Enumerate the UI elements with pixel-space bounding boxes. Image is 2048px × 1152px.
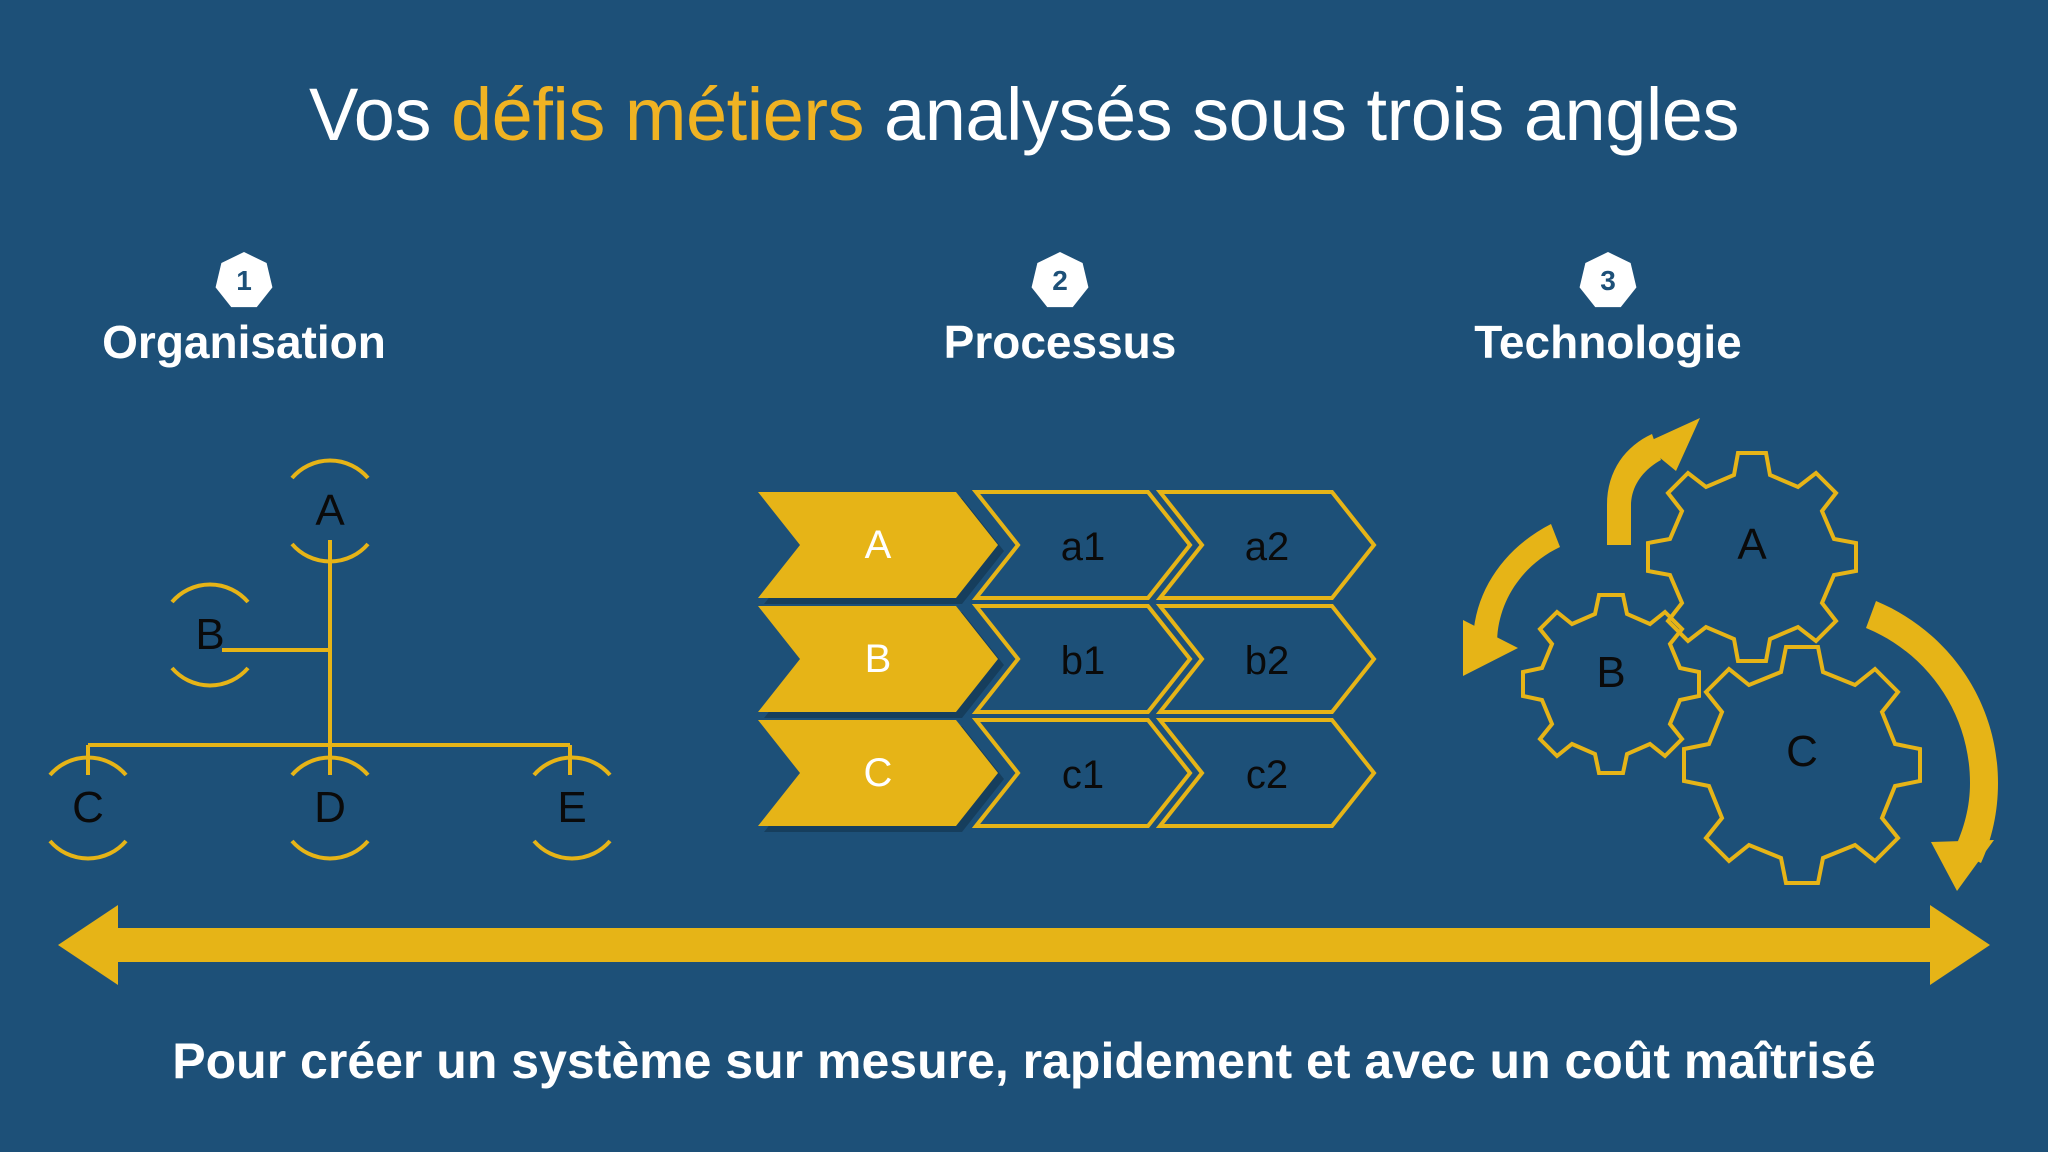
column-header-processus: 2 Processus bbox=[830, 252, 1290, 366]
process-step-label-b1: b1 bbox=[1060, 639, 1106, 683]
org-node-label-b: B bbox=[195, 610, 225, 659]
gear-label-c: C bbox=[1786, 727, 1818, 776]
column-title-technologie: Technologie bbox=[1474, 316, 1742, 368]
column-header-organisation: 1 Organisation bbox=[14, 252, 474, 366]
gear-label-a: A bbox=[1737, 520, 1767, 569]
gear-arrow-left bbox=[1463, 524, 1560, 676]
gear-label-b: B bbox=[1596, 648, 1626, 697]
process-step-label-a1: a1 bbox=[1060, 525, 1106, 569]
badge-number-3: 3 bbox=[1579, 252, 1637, 308]
org-node-label-c: C bbox=[72, 783, 104, 832]
org-node-label-a: A bbox=[315, 486, 345, 535]
page-title: Vos défis métiers analysés sous trois an… bbox=[0, 72, 2048, 157]
org-node-label-e: E bbox=[557, 783, 587, 832]
gears-diagram bbox=[1463, 418, 1998, 891]
process-step-label-c2: c2 bbox=[1245, 753, 1289, 797]
process-step-label-a2: a2 bbox=[1244, 525, 1290, 569]
bottom-double-arrow bbox=[58, 905, 1990, 985]
process-lead-label-a: A bbox=[864, 523, 892, 567]
process-step-label-b2: b2 bbox=[1244, 639, 1290, 683]
column-title-organisation: Organisation bbox=[102, 316, 386, 368]
title-part-after: analysés sous trois angles bbox=[863, 73, 1739, 156]
column-title-processus: Processus bbox=[943, 316, 1177, 368]
badge-number-2: 2 bbox=[1031, 252, 1089, 308]
footer-caption: Pour créer un système sur mesure, rapide… bbox=[172, 1033, 1876, 1089]
badge-number-1: 1 bbox=[215, 252, 273, 308]
gear-arrow-right bbox=[1866, 601, 1998, 891]
column-header-technologie: 3 Technologie bbox=[1378, 252, 1838, 366]
process-lead-label-c: C bbox=[863, 751, 893, 795]
process-lead-label-b: B bbox=[864, 637, 892, 681]
process-step-label-c1: c1 bbox=[1061, 753, 1105, 797]
gear-arrow-top bbox=[1607, 418, 1700, 545]
title-accent: défis métiers bbox=[451, 73, 864, 156]
org-node-label-d: D bbox=[314, 783, 346, 832]
title-part-before: Vos bbox=[309, 73, 452, 156]
